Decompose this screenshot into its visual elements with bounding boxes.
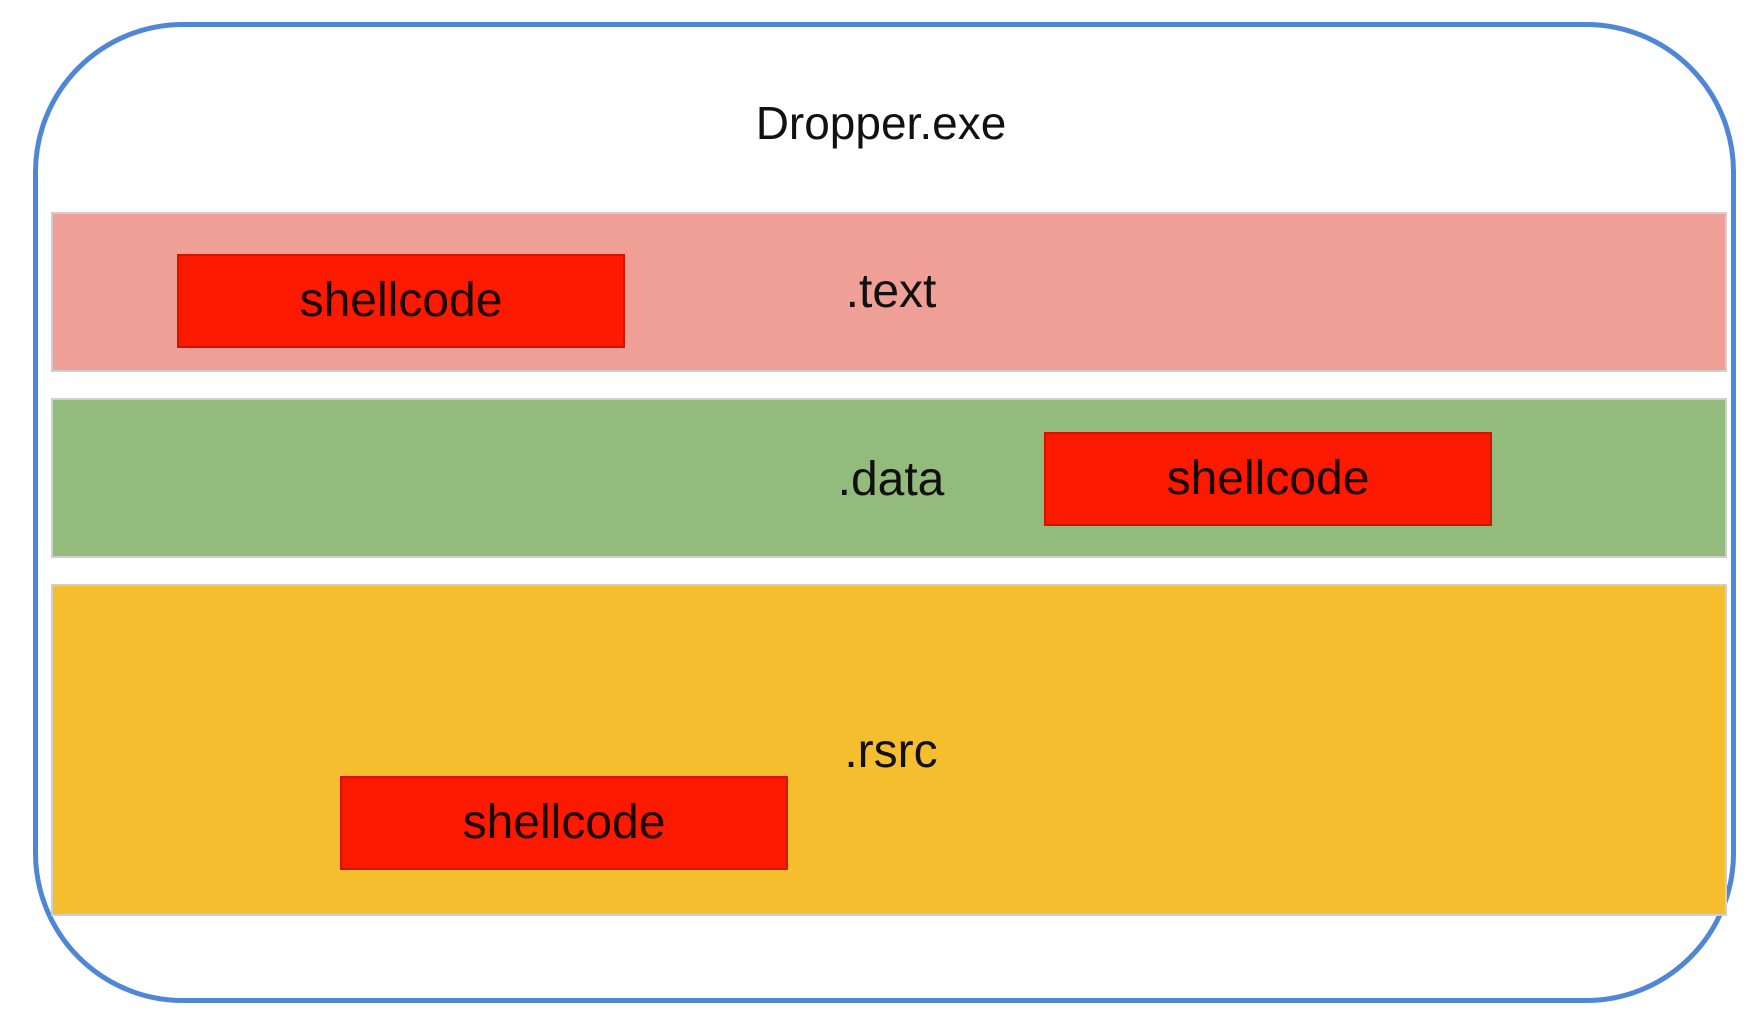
section-data-label: .data — [837, 453, 945, 506]
diagram-title: Dropper.exe — [755, 97, 1007, 149]
section-rsrc: .rsrc shellcode — [51, 584, 1727, 916]
shellcode-block-rsrc: shellcode — [340, 776, 788, 870]
shellcode-block-data: shellcode — [1044, 432, 1492, 526]
section-data: .data shellcode — [51, 398, 1727, 558]
section-text-label: .text — [845, 265, 937, 318]
section-text: shellcode .text — [51, 212, 1727, 372]
section-rsrc-label: .rsrc — [844, 725, 938, 778]
shellcode-block-text: shellcode — [177, 254, 625, 348]
